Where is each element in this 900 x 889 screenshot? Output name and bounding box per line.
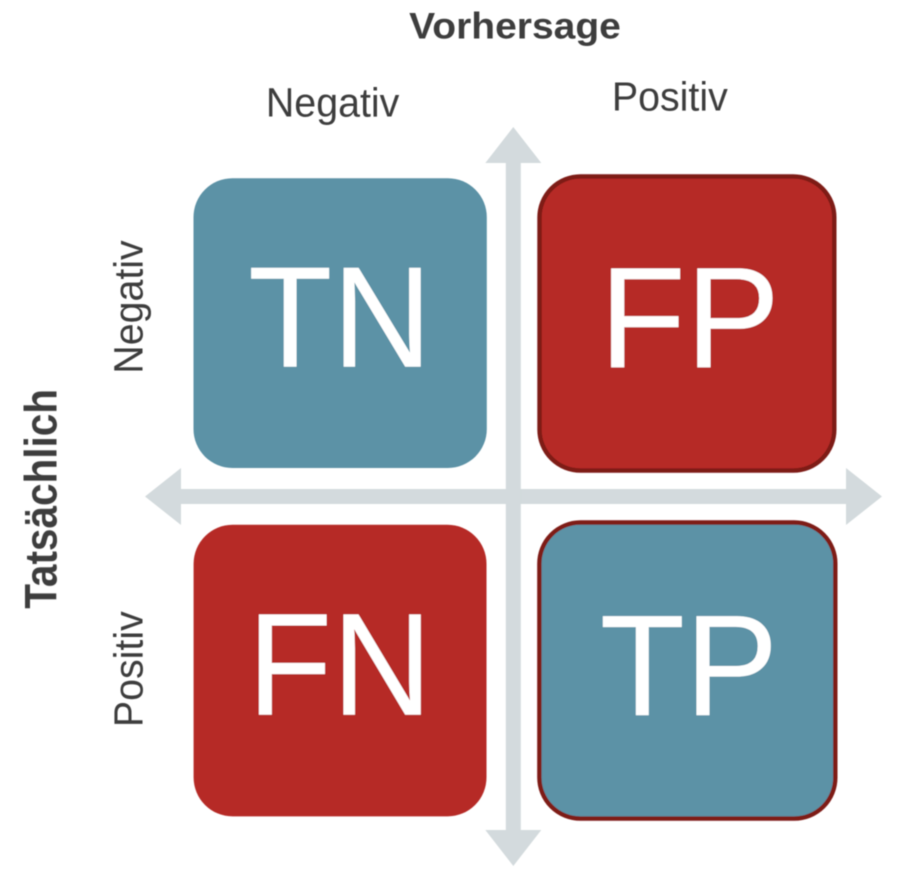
svg-text:Negativ: Negativ	[266, 80, 399, 126]
svg-text:FN: FN	[248, 583, 432, 746]
svg-text:Negativ: Negativ	[106, 240, 152, 373]
svg-text:Vorhersage: Vorhersage	[409, 5, 621, 47]
svg-text:TP: TP	[600, 586, 778, 746]
svg-text:Positiv: Positiv	[612, 74, 728, 120]
svg-text:Positiv: Positiv	[106, 611, 152, 727]
svg-text:FP: FP	[600, 238, 780, 399]
svg-text:Tatsächlich: Tatsächlich	[17, 389, 67, 609]
svg-text:TN: TN	[248, 236, 432, 397]
